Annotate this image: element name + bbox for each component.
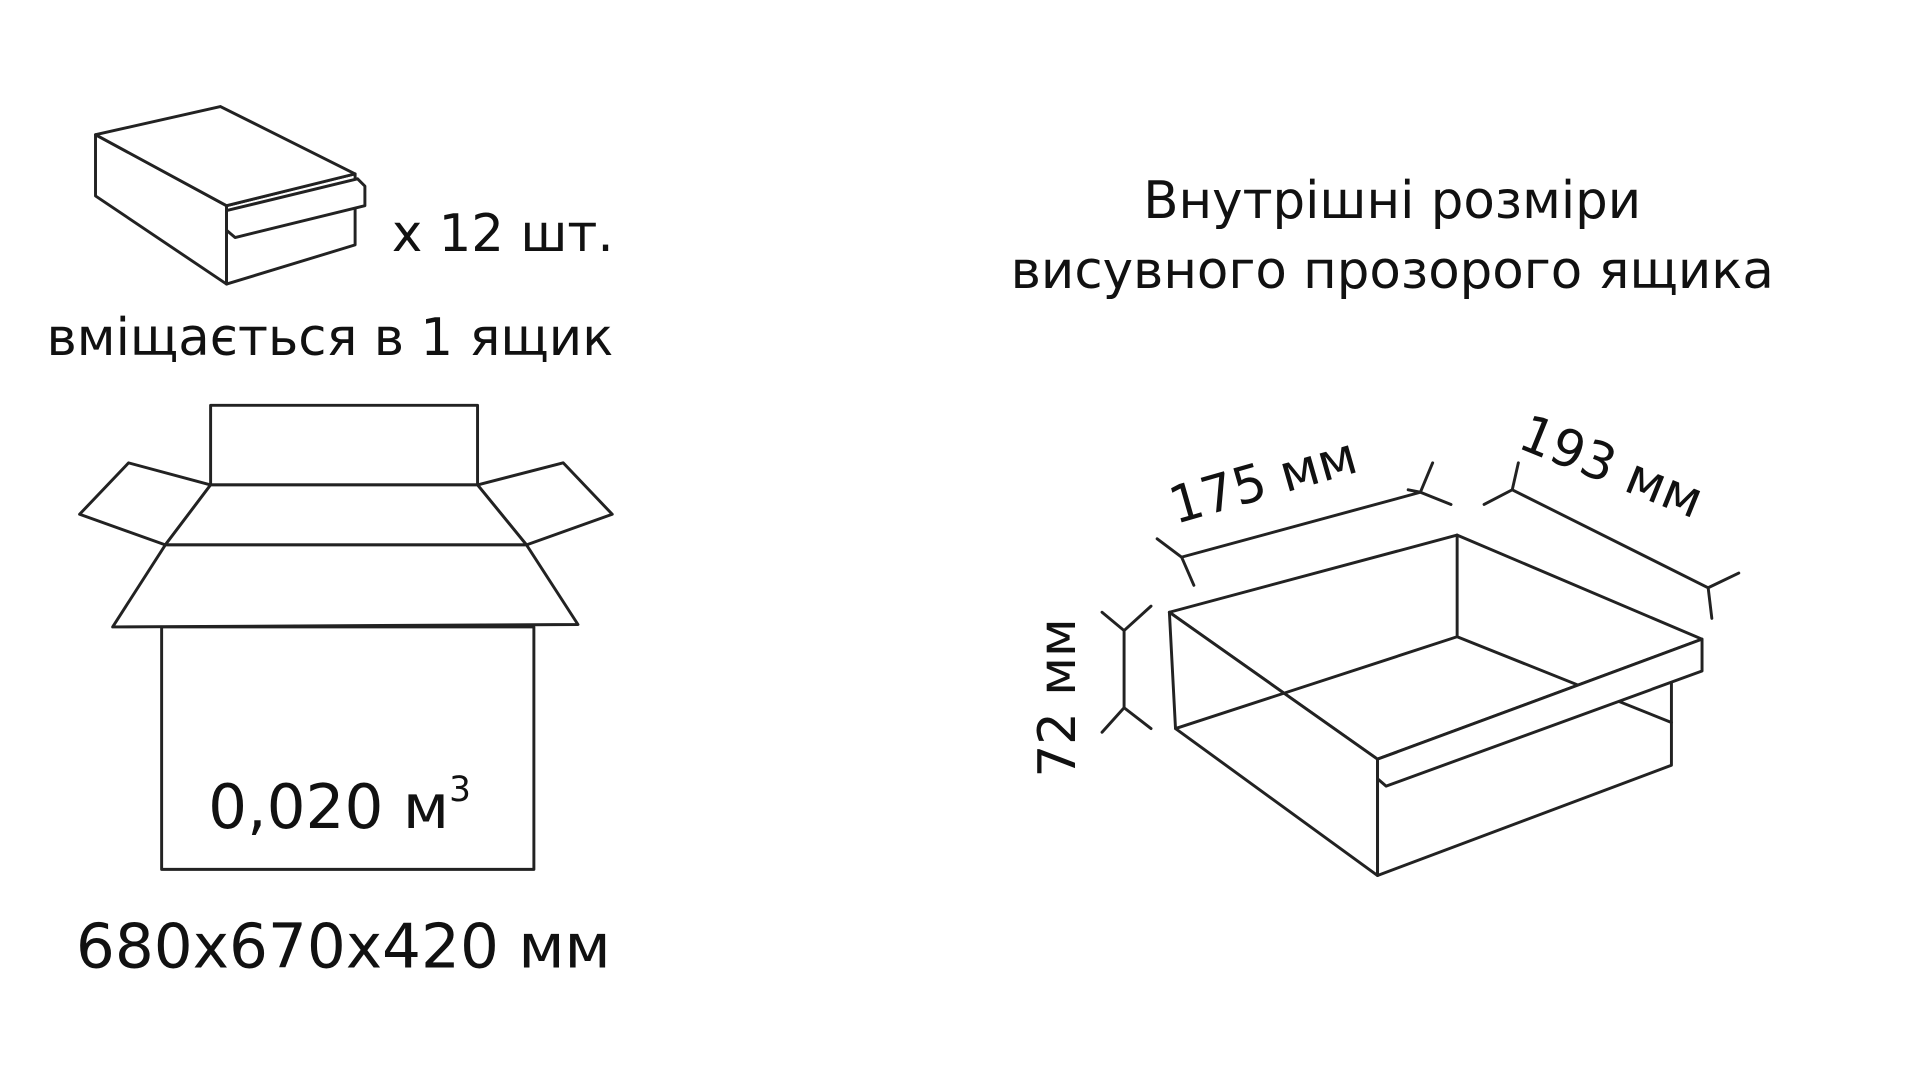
depth-dimension xyxy=(1482,461,1741,620)
product-box-icon xyxy=(94,105,367,286)
carton-dimensions: 680х670х420 мм xyxy=(76,911,611,982)
drawer-icon xyxy=(1167,533,1704,877)
width-dimension xyxy=(1155,461,1453,587)
carton-volume: 0,020 м3 xyxy=(208,770,471,843)
title-line-1: Внутрішні розміри xyxy=(1143,171,1641,231)
quantity-text: х 12 шт. xyxy=(392,204,614,264)
volume-superscript: 3 xyxy=(449,770,471,810)
height-label: 72 мм xyxy=(1028,618,1088,777)
width-label: 175 мм xyxy=(1163,426,1364,537)
title-line-2: висувного прозорого ящика xyxy=(1011,241,1774,301)
depth-label: 193 мм xyxy=(1511,403,1712,531)
fits-label: вміщається в 1 ящик xyxy=(47,308,614,368)
carton-icon xyxy=(78,403,614,871)
height-dimension xyxy=(1100,604,1153,734)
